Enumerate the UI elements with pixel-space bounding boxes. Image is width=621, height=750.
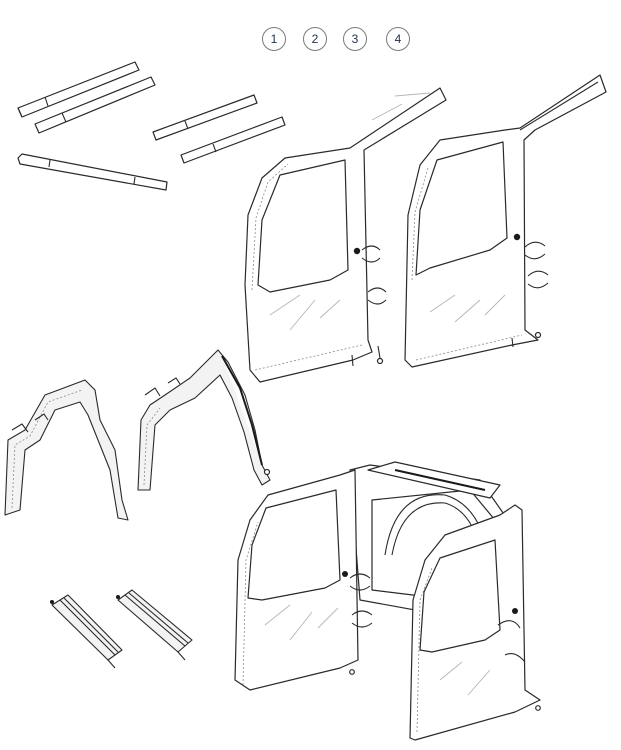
step-4-button[interactable]: 4 xyxy=(386,27,410,51)
door-surround-icon xyxy=(137,349,271,491)
frame-bar-icon xyxy=(34,76,156,134)
soft-door-rear-icon xyxy=(404,74,607,368)
frame-bar-icon xyxy=(17,153,168,191)
step-1-button[interactable]: 1 xyxy=(262,27,286,51)
weatherstrip-icon xyxy=(50,594,123,669)
step-selector: 1 2 3 4 xyxy=(0,27,621,53)
step-3-button[interactable]: 3 xyxy=(343,27,367,51)
frame-bar-icon xyxy=(180,116,286,164)
assembled-enclosure-icon xyxy=(234,461,541,741)
door-surround-icon xyxy=(4,379,129,521)
frame-bar-icon xyxy=(152,94,258,141)
step-2-button[interactable]: 2 xyxy=(303,27,327,51)
soft-door-front-icon xyxy=(244,87,447,383)
frame-bar-icon xyxy=(17,61,140,118)
weatherstrip-icon xyxy=(116,589,193,661)
